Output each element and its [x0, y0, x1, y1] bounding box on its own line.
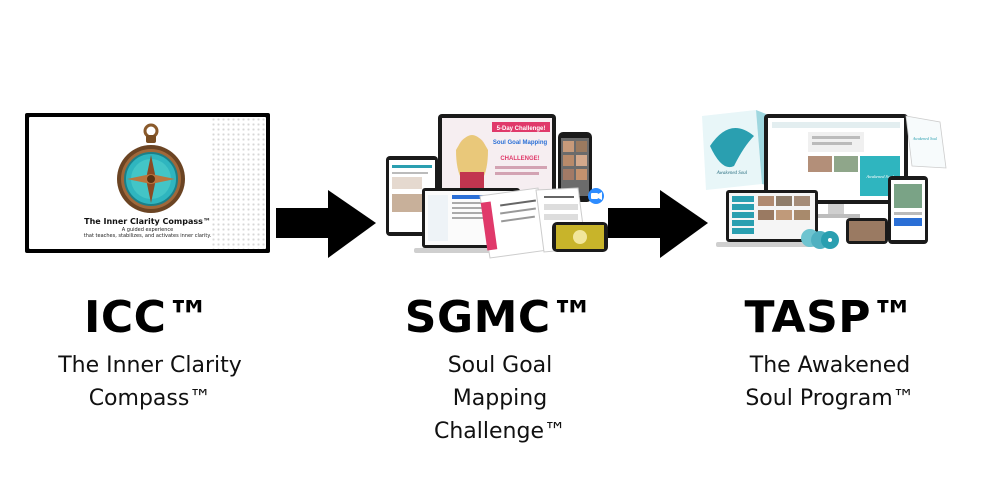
icc-card-subtitle: A guided experience that teaches, stabil… — [29, 227, 266, 239]
svg-text:Awakened Soul: Awakened Soul — [865, 174, 894, 179]
icc-product-image: The Inner Clarity Compass™ A guided expe… — [25, 113, 270, 253]
icc-name-line: The Inner Clarity — [58, 353, 242, 378]
svg-text:Awakened Soul: Awakened Soul — [716, 171, 748, 176]
icc-name-line: Compass™ — [88, 386, 212, 411]
sgmc-name-line: Soul Goal — [447, 353, 553, 378]
video-call-icon — [588, 188, 604, 204]
sgmc-product-mockup: 5-Day Challenge! Soul Goal Mapping CHALL… — [386, 114, 608, 259]
tasp-product-mockup: Awakened Soul Awakened Soul Awakened Sou… — [702, 110, 947, 249]
tasp-name-line: The Awakened — [749, 353, 911, 378]
compass-icon — [117, 123, 185, 213]
icc-card-title: The Inner Clarity Compass™ — [84, 217, 211, 226]
tasp-name-line: Soul Program™ — [745, 386, 915, 411]
sgmc-name-line: Mapping — [452, 386, 548, 411]
sgmc-banner: 5-Day Challenge! — [497, 126, 546, 132]
sgmc-abbreviation: SGMC™ — [404, 292, 596, 343]
icc-card-subtitle-line: A guided experience — [121, 227, 174, 233]
icc-full-name: The Inner Clarity Compass™ — [0, 349, 300, 415]
arrow-right-icon — [608, 190, 708, 258]
icc-card-subtitle-line: that teaches, stabilizes, and activates … — [83, 233, 212, 239]
tasp-abbreviation: TASP™ — [744, 292, 916, 343]
decorative-dot-pattern — [211, 117, 266, 249]
icc-abbreviation: ICC™ — [84, 292, 211, 343]
sgmc-tag: CHALLENGE! — [500, 156, 539, 162]
tasp-full-name: The Awakened Soul Program™ — [680, 349, 980, 415]
sgmc-heading: Soul Goal Mapping — [493, 140, 548, 146]
svg-text:Awakened Soul: Awakened Soul — [912, 136, 938, 141]
arrow-right-icon — [276, 190, 376, 258]
sgmc-name-line: Challenge™ — [434, 419, 566, 444]
sgmc-full-name: Soul Goal Mapping Challenge™ — [350, 349, 650, 448]
